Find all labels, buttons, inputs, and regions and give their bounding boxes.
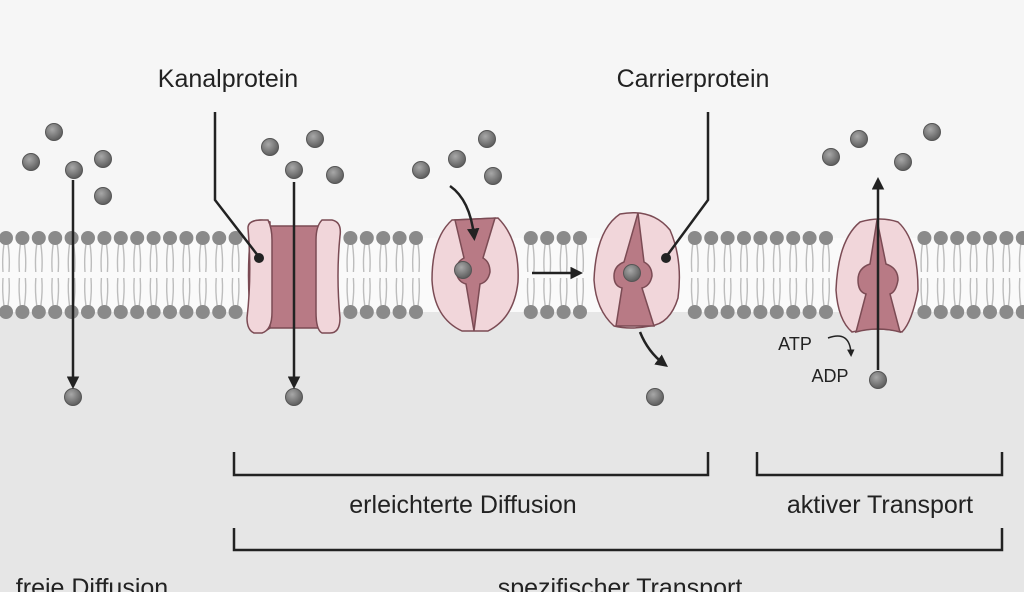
phospholipid — [802, 231, 817, 319]
solute-particle — [454, 261, 472, 279]
solute-particle — [623, 264, 641, 282]
solute-particle — [261, 138, 279, 156]
carrier-protein-label: Carrierprotein — [617, 65, 770, 93]
solute-particles — [22, 123, 941, 406]
phospholipid — [769, 231, 784, 319]
atp-to-adp-arrow — [827, 335, 855, 357]
phospholipid — [163, 231, 177, 319]
solute-particle — [478, 130, 496, 148]
solute-particle — [484, 167, 502, 185]
facilitated-diffusion-bracket — [232, 452, 710, 477]
phospholipid — [999, 231, 1014, 319]
phospholipid — [917, 231, 932, 319]
phospholipid — [573, 231, 587, 319]
phospholipid — [195, 231, 210, 319]
phospholipid — [950, 231, 965, 319]
phospholipid — [179, 231, 194, 319]
solute-particle — [94, 150, 112, 168]
solute-particle — [64, 388, 82, 406]
phospholipid — [0, 231, 13, 319]
specific-transport-bracket — [232, 528, 1004, 552]
phospholipid — [687, 231, 702, 319]
free-diffusion-label: freie Diffusion — [16, 574, 168, 592]
solute-particle — [850, 130, 868, 148]
solute-particle — [412, 161, 430, 179]
solute-particle — [94, 187, 112, 205]
solute-particle — [65, 161, 83, 179]
solute-particle — [22, 153, 40, 171]
phospholipid — [966, 231, 981, 319]
phospholipid — [343, 231, 358, 319]
solute-particle — [646, 388, 664, 406]
phospholipid — [819, 231, 833, 319]
phospholipid — [1015, 231, 1024, 319]
phospholipid-bilayer — [0, 231, 1024, 319]
phospholipid — [737, 231, 751, 319]
carrier-exit-arrow — [638, 331, 668, 368]
phospholipid — [523, 231, 538, 319]
atp-label: ATP — [778, 334, 812, 354]
phospholipid — [146, 231, 161, 319]
phospholipid — [212, 231, 227, 319]
phospholipid — [130, 231, 145, 319]
channel-pointer-dot — [254, 253, 264, 263]
solute-particle — [869, 371, 887, 389]
solute-particle — [894, 153, 912, 171]
solute-particle — [923, 123, 941, 141]
phospholipid — [704, 231, 719, 319]
solute-particle — [45, 123, 63, 141]
phospholipid — [81, 231, 95, 319]
facilitated-diffusion-label: erleichterte Diffusion — [349, 491, 576, 519]
phospholipid — [556, 231, 571, 319]
carrier-entry-arrow — [449, 184, 480, 241]
solute-particle — [306, 130, 324, 148]
phospholipid — [540, 231, 555, 319]
phospholipid — [786, 231, 801, 319]
solute-particle — [285, 388, 303, 406]
adp-label: ADP — [811, 366, 848, 386]
phospholipid — [48, 231, 63, 319]
phospholipid — [933, 231, 948, 319]
phospholipid — [753, 231, 768, 319]
phospholipid — [409, 231, 423, 319]
channel-protein-label: Kanalprotein — [158, 65, 298, 93]
solute-particle — [448, 150, 466, 168]
active-transport-bracket — [755, 452, 1004, 477]
phospholipid — [64, 231, 79, 319]
phospholipid — [15, 231, 30, 319]
carrier-protein-pointer — [664, 112, 710, 258]
phospholipid — [359, 231, 374, 319]
phospholipid — [228, 231, 243, 319]
solute-particle — [326, 166, 344, 184]
phospholipid — [97, 231, 112, 319]
solute-particle — [285, 161, 303, 179]
phospholipid — [376, 231, 391, 319]
specific-transport-label: spezifischer Transport — [498, 574, 743, 592]
channel-protein-pointer — [213, 112, 260, 258]
solute-particle — [822, 148, 840, 166]
phospholipid — [31, 231, 46, 319]
phospholipid — [392, 231, 407, 319]
active-transport-label: aktiver Transport — [787, 491, 973, 519]
phospholipid — [720, 231, 735, 319]
phospholipid — [983, 231, 997, 319]
phospholipid — [113, 231, 128, 319]
carrier-pointer-dot — [661, 253, 671, 263]
